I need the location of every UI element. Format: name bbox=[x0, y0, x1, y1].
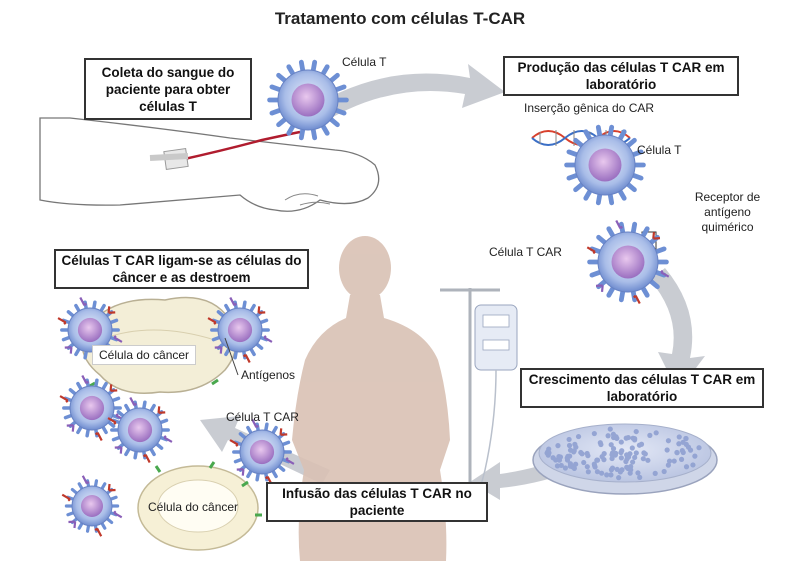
step-binding-box: Células T CAR ligam-se as células do cân… bbox=[54, 249, 309, 289]
step-growth-box: Crescimento das células T CAR em laborat… bbox=[520, 368, 764, 408]
label-antigens: Antígenos bbox=[241, 368, 295, 382]
step-collect-box: Coleta do sangue do paciente para obter … bbox=[84, 58, 252, 120]
label-cancer-cell-1: Célula do câncer bbox=[92, 345, 196, 365]
car-t-cell-lab bbox=[587, 220, 668, 303]
t-cell-top bbox=[270, 62, 347, 138]
diagram-title: Tratamento com células T-CAR bbox=[0, 9, 800, 29]
label-car-t-lab: Célula T CAR bbox=[489, 245, 562, 259]
car-t-cell-5 bbox=[230, 419, 294, 484]
car-t-cell-6 bbox=[62, 476, 121, 537]
label-t-cell-lab: Célula T bbox=[637, 143, 681, 157]
label-receptor: Receptor de antígeno quimérico bbox=[680, 190, 775, 235]
step-infusion-box: Infusão das células T CAR no paciente bbox=[266, 482, 488, 522]
label-cancer-cell-2: Célula do câncer bbox=[148, 500, 238, 514]
label-t-cell-top: Célula T bbox=[342, 55, 386, 69]
t-cell-lab bbox=[567, 127, 644, 203]
petri-dish bbox=[533, 424, 717, 494]
step-production-box: Produção das células T CAR em laboratóri… bbox=[503, 56, 739, 96]
label-car-t-bottom: Célula T CAR bbox=[226, 410, 299, 424]
label-gene-insertion: Inserção gênica do CAR bbox=[524, 101, 654, 115]
